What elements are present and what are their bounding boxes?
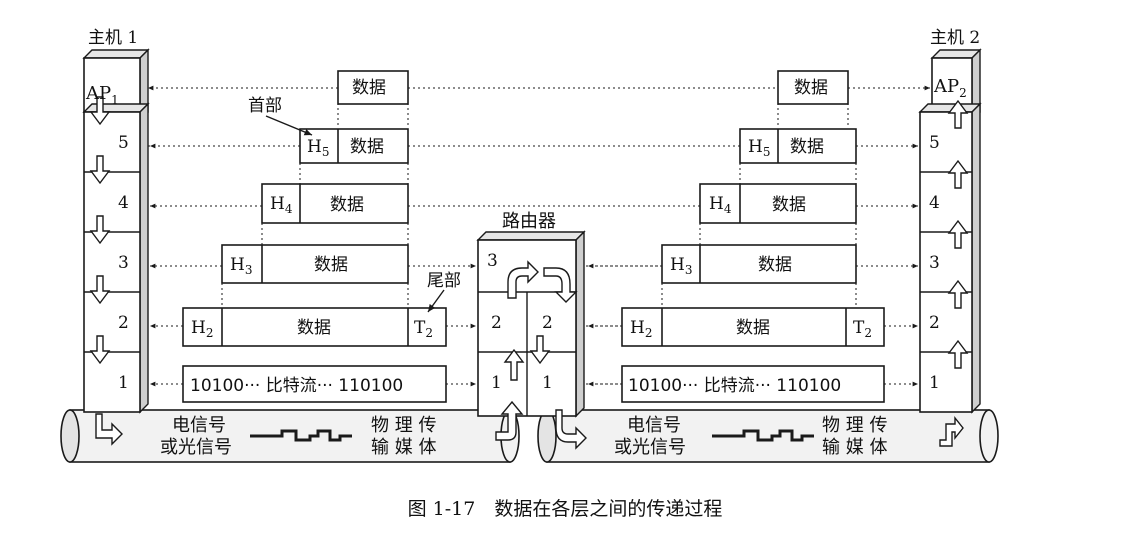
pdu-boxes-left (182, 70, 447, 403)
host1-layer-1: 1 (118, 373, 129, 393)
left-app-data: 数据 (352, 78, 386, 98)
header-pointer (265, 115, 313, 136)
left-h5-label: H5 (307, 137, 329, 159)
left-l2-data: 数据 (297, 318, 331, 338)
medium-label-left-2: 输 媒 体 (371, 437, 436, 458)
router-layer-2-left: 2 (491, 313, 502, 333)
router-stack (476, 230, 587, 450)
router-layer-1-right: 1 (542, 373, 553, 393)
physical-medium-left (60, 409, 520, 463)
host2-layer-4: 4 (929, 193, 940, 213)
host1-title: 主机 1 (88, 28, 138, 48)
physical-medium-right (537, 409, 999, 463)
host2-layer-5: 5 (929, 133, 940, 153)
host1-layer-2: 2 (118, 313, 129, 333)
right-h3-label: H3 (670, 255, 692, 277)
medium-label-right-2: 输 媒 体 (822, 437, 887, 458)
left-l4-data: 数据 (330, 195, 364, 215)
right-t2-label: T2 (853, 318, 872, 340)
router-title: 路由器 (502, 211, 556, 232)
router-layer-3: 3 (487, 251, 498, 271)
trailer-pointer (427, 289, 445, 313)
right-h2-label: H2 (630, 318, 652, 340)
left-h3-label: H3 (230, 255, 252, 277)
left-t2-label: T2 (414, 318, 433, 340)
host1-app-label: AP1 (85, 83, 119, 107)
host2-layer-3: 3 (929, 253, 940, 273)
host1-layer-3: 3 (118, 253, 129, 273)
medium-label-right-1: 物 理 传 (822, 415, 887, 436)
signal-label-left-1: 电信号 (172, 415, 226, 436)
host2-layer-1: 1 (929, 373, 940, 393)
signal-waveform-left (250, 429, 352, 442)
host2-app-label: AP2 (933, 76, 967, 100)
right-l4-data: 数据 (772, 195, 806, 215)
host2-layer-2: 2 (929, 313, 940, 333)
medium-label-left-1: 物 理 传 (371, 415, 436, 436)
host1-layer-4: 4 (118, 193, 129, 213)
host2-title: 主机 2 (930, 28, 980, 48)
header-annotation: 首部 (248, 96, 282, 116)
right-h4-label: H4 (709, 194, 732, 216)
host1-layer-5: 5 (118, 133, 129, 153)
signal-waveform-right (712, 429, 814, 442)
host2-stack (918, 48, 982, 447)
right-l3-data: 数据 (758, 255, 792, 275)
right-l5-data: 数据 (790, 137, 824, 157)
left-bitstream: 10100··· 比特流··· 110100 (190, 376, 403, 396)
router-layer-2-right: 2 (542, 313, 553, 333)
right-bitstream: 10100··· 比特流··· 110100 (628, 376, 841, 396)
trailer-annotation: 尾部 (427, 271, 461, 291)
right-l2-data: 数据 (736, 318, 770, 338)
signal-label-right-2: 或光信号 (614, 437, 686, 458)
figure-caption: 图 1-17 数据在各层之间的传递过程 (407, 498, 723, 520)
pdu-boxes-right (621, 70, 885, 403)
right-h5-label: H5 (748, 137, 770, 159)
left-l5-data: 数据 (350, 137, 384, 157)
left-h4-label: H4 (270, 194, 293, 216)
left-l3-data: 数据 (314, 255, 348, 275)
host1-stack (82, 48, 150, 446)
signal-label-left-2: 或光信号 (160, 437, 232, 458)
router-layer-1-left: 1 (491, 373, 502, 393)
signal-label-right-1: 电信号 (627, 415, 681, 436)
right-app-data: 数据 (794, 78, 828, 98)
left-h2-label: H2 (191, 318, 213, 340)
